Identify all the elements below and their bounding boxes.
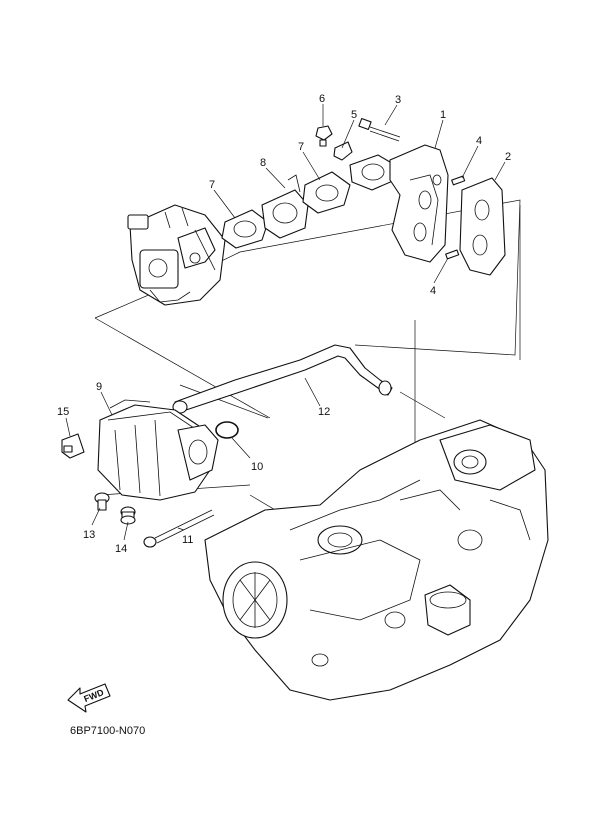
carburetor [127,204,226,306]
dowel-pins [445,175,466,260]
manifold-gasket [459,177,506,276]
fwd-arrow-icon: FWD [67,683,111,713]
bracket [61,433,85,459]
flange-bolt [315,125,333,147]
callout-1: 1 [440,109,446,121]
grommet [120,506,136,525]
callout-14: 14 [115,543,127,555]
gasket-left [221,209,269,249]
callout-7-left: 7 [209,179,215,191]
callout-7-right: 7 [298,141,304,153]
callout-4-upper: 4 [476,135,482,147]
callout-4-lower: 4 [430,285,436,297]
engine-block [204,419,549,701]
o-ring [215,421,239,439]
callout-8: 8 [260,157,266,169]
callout-2: 2 [505,151,511,163]
clip [333,141,353,161]
long-bolt [358,117,401,142]
drawing-code: 6BP7100-N070 [70,725,146,737]
callout-9: 9 [96,381,102,393]
callout-3: 3 [395,94,401,106]
intake-manifold [349,144,449,263]
callout-10: 10 [251,461,263,473]
callout-12: 12 [318,406,330,418]
screw [94,492,110,511]
callout-6: 6 [319,93,325,105]
intake-silencer [97,399,219,501]
callout-5: 5 [351,109,357,121]
callout-11: 11 [182,534,193,546]
callout-15: 15 [57,406,69,418]
gasket-right [302,171,351,214]
breather-hose [172,344,393,414]
spacer [261,174,309,239]
callout-13: 13 [83,529,95,541]
callout-numbers: 1 2 3 4 4 5 6 7 7 8 9 10 11 12 13 14 15 [57,93,511,555]
mounting-bolt [143,509,215,548]
leader-lines [65,104,506,541]
